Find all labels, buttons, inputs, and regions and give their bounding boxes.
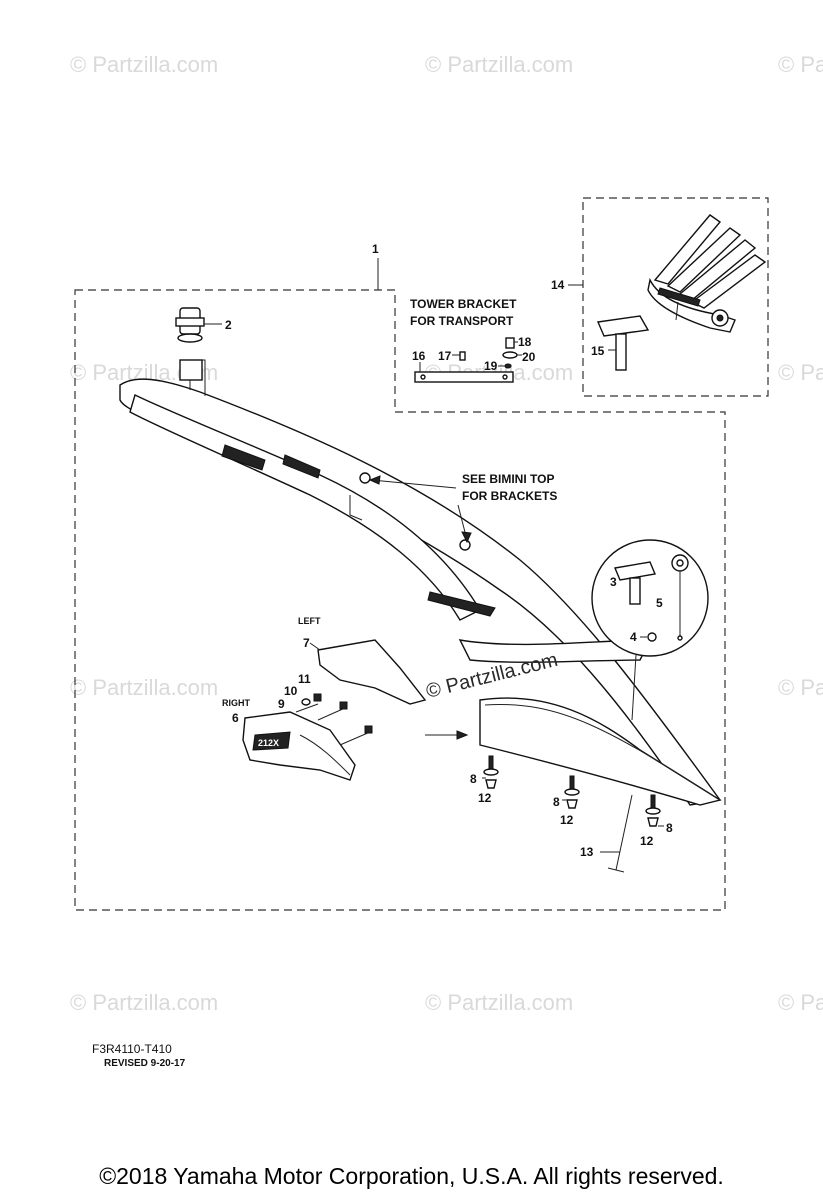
callout-12a: 12 xyxy=(478,791,492,805)
part-5-lanyard xyxy=(671,554,689,641)
callout-1: 1 xyxy=(372,242,379,256)
part-18-bolt xyxy=(505,337,518,349)
mount-set-2 xyxy=(562,775,580,809)
tower-bracket-note-line1: TOWER BRACKET xyxy=(410,297,517,311)
bimini-note-line1: SEE BIMINI TOP xyxy=(462,472,554,486)
mount-set-3 xyxy=(645,794,664,827)
callout-9: 9 xyxy=(278,697,285,711)
callout-19: 19 xyxy=(484,359,498,373)
callout-13: 13 xyxy=(580,845,594,859)
callout-8c: 8 xyxy=(666,821,673,835)
callout-11: 11 xyxy=(298,672,311,686)
tower-frame xyxy=(119,359,722,806)
part-19-nut xyxy=(498,363,512,369)
bimini-note-line2: FOR BRACKETS xyxy=(462,489,557,503)
callout-3: 3 xyxy=(610,575,617,589)
diagram-code: F3R4110-T410 xyxy=(92,1042,172,1056)
part-14-board-rack xyxy=(647,214,767,333)
callout-14: 14 xyxy=(551,278,565,292)
part-6-right-plate: 212X xyxy=(242,711,356,781)
part-20-washer xyxy=(502,351,522,359)
copyright-notice: ©2018 Yamaha Motor Corporation, U.S.A. A… xyxy=(99,1163,724,1189)
watermark: © Partzilla.com xyxy=(778,52,823,77)
watermark: © Partzilla.com xyxy=(778,990,823,1015)
callout-12b: 12 xyxy=(560,813,574,827)
part-3-knob xyxy=(614,561,656,605)
part-17-screw xyxy=(452,351,466,361)
bimini-arrowhead-1 xyxy=(368,475,381,485)
part-4-nut xyxy=(640,632,657,642)
part-15-knob xyxy=(596,315,650,371)
assembly-boundary xyxy=(74,289,726,911)
watermark: © Partzilla.com xyxy=(425,52,573,77)
part-2-cap xyxy=(175,307,222,343)
revision-date: REVISED 9-20-17 xyxy=(104,1058,186,1069)
callout-15: 15 xyxy=(591,344,605,358)
bimini-arrow-1 xyxy=(371,479,457,489)
part-16-bracket-plate xyxy=(414,362,514,383)
watermark: © Partzilla.com xyxy=(70,52,218,77)
watermark: © Partzilla.com xyxy=(425,990,573,1015)
board-rack-boundary xyxy=(582,197,769,397)
callout-16: 16 xyxy=(412,349,426,363)
detail-leader xyxy=(631,654,637,721)
mount-set-1 xyxy=(482,755,499,789)
callout-17: 17 xyxy=(438,349,452,363)
callout-10: 10 xyxy=(284,684,298,698)
decal-text: 212X xyxy=(258,738,279,748)
callout-20: 20 xyxy=(522,350,536,364)
watermark: © Partzilla.com xyxy=(778,360,823,385)
callout-7: 7 xyxy=(303,636,310,650)
tower-bracket-note-line2: FOR TRANSPORT xyxy=(410,314,514,328)
right-label: RIGHT xyxy=(222,698,251,708)
callout-5: 5 xyxy=(656,596,663,610)
callout-8a: 8 xyxy=(470,772,477,786)
callout-6: 6 xyxy=(232,711,239,725)
callout-8b: 8 xyxy=(553,795,560,809)
part-13-strap xyxy=(600,794,633,873)
left-label: LEFT xyxy=(298,616,321,626)
callout-12c: 12 xyxy=(640,834,654,848)
watermark: © Partzilla.com xyxy=(778,675,823,700)
bimini-arrowhead-2 xyxy=(461,531,472,544)
part-7-left-plate xyxy=(309,639,427,705)
watermark: © Partzilla.com xyxy=(70,675,218,700)
fasteners-9-10-11 xyxy=(295,693,373,746)
watermark: © Partzilla.com xyxy=(70,990,218,1015)
shroud-arrowhead xyxy=(456,730,469,740)
callout-4: 4 xyxy=(630,630,637,644)
callout-18: 18 xyxy=(518,335,532,349)
callout-2: 2 xyxy=(225,318,232,332)
